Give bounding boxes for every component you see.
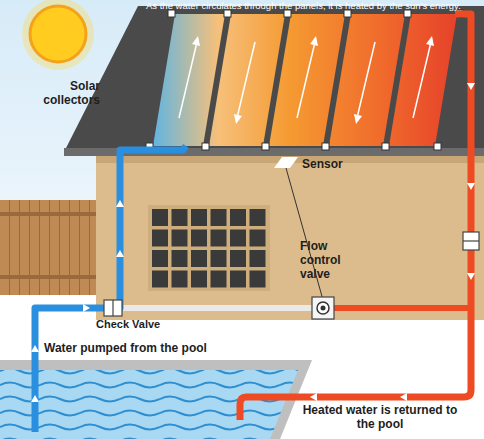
flow-label: Heated water is returned to the pool [300,404,460,432]
part-label: Check Valve [96,318,196,331]
part-label: Flow control valve [300,240,362,281]
part-label: Solar collectors [20,80,100,108]
flow-label: Water pumped from the pool [44,342,264,356]
caption-note: As the water circulates through the pane… [146,1,461,12]
part-label: Sensor [302,158,372,172]
